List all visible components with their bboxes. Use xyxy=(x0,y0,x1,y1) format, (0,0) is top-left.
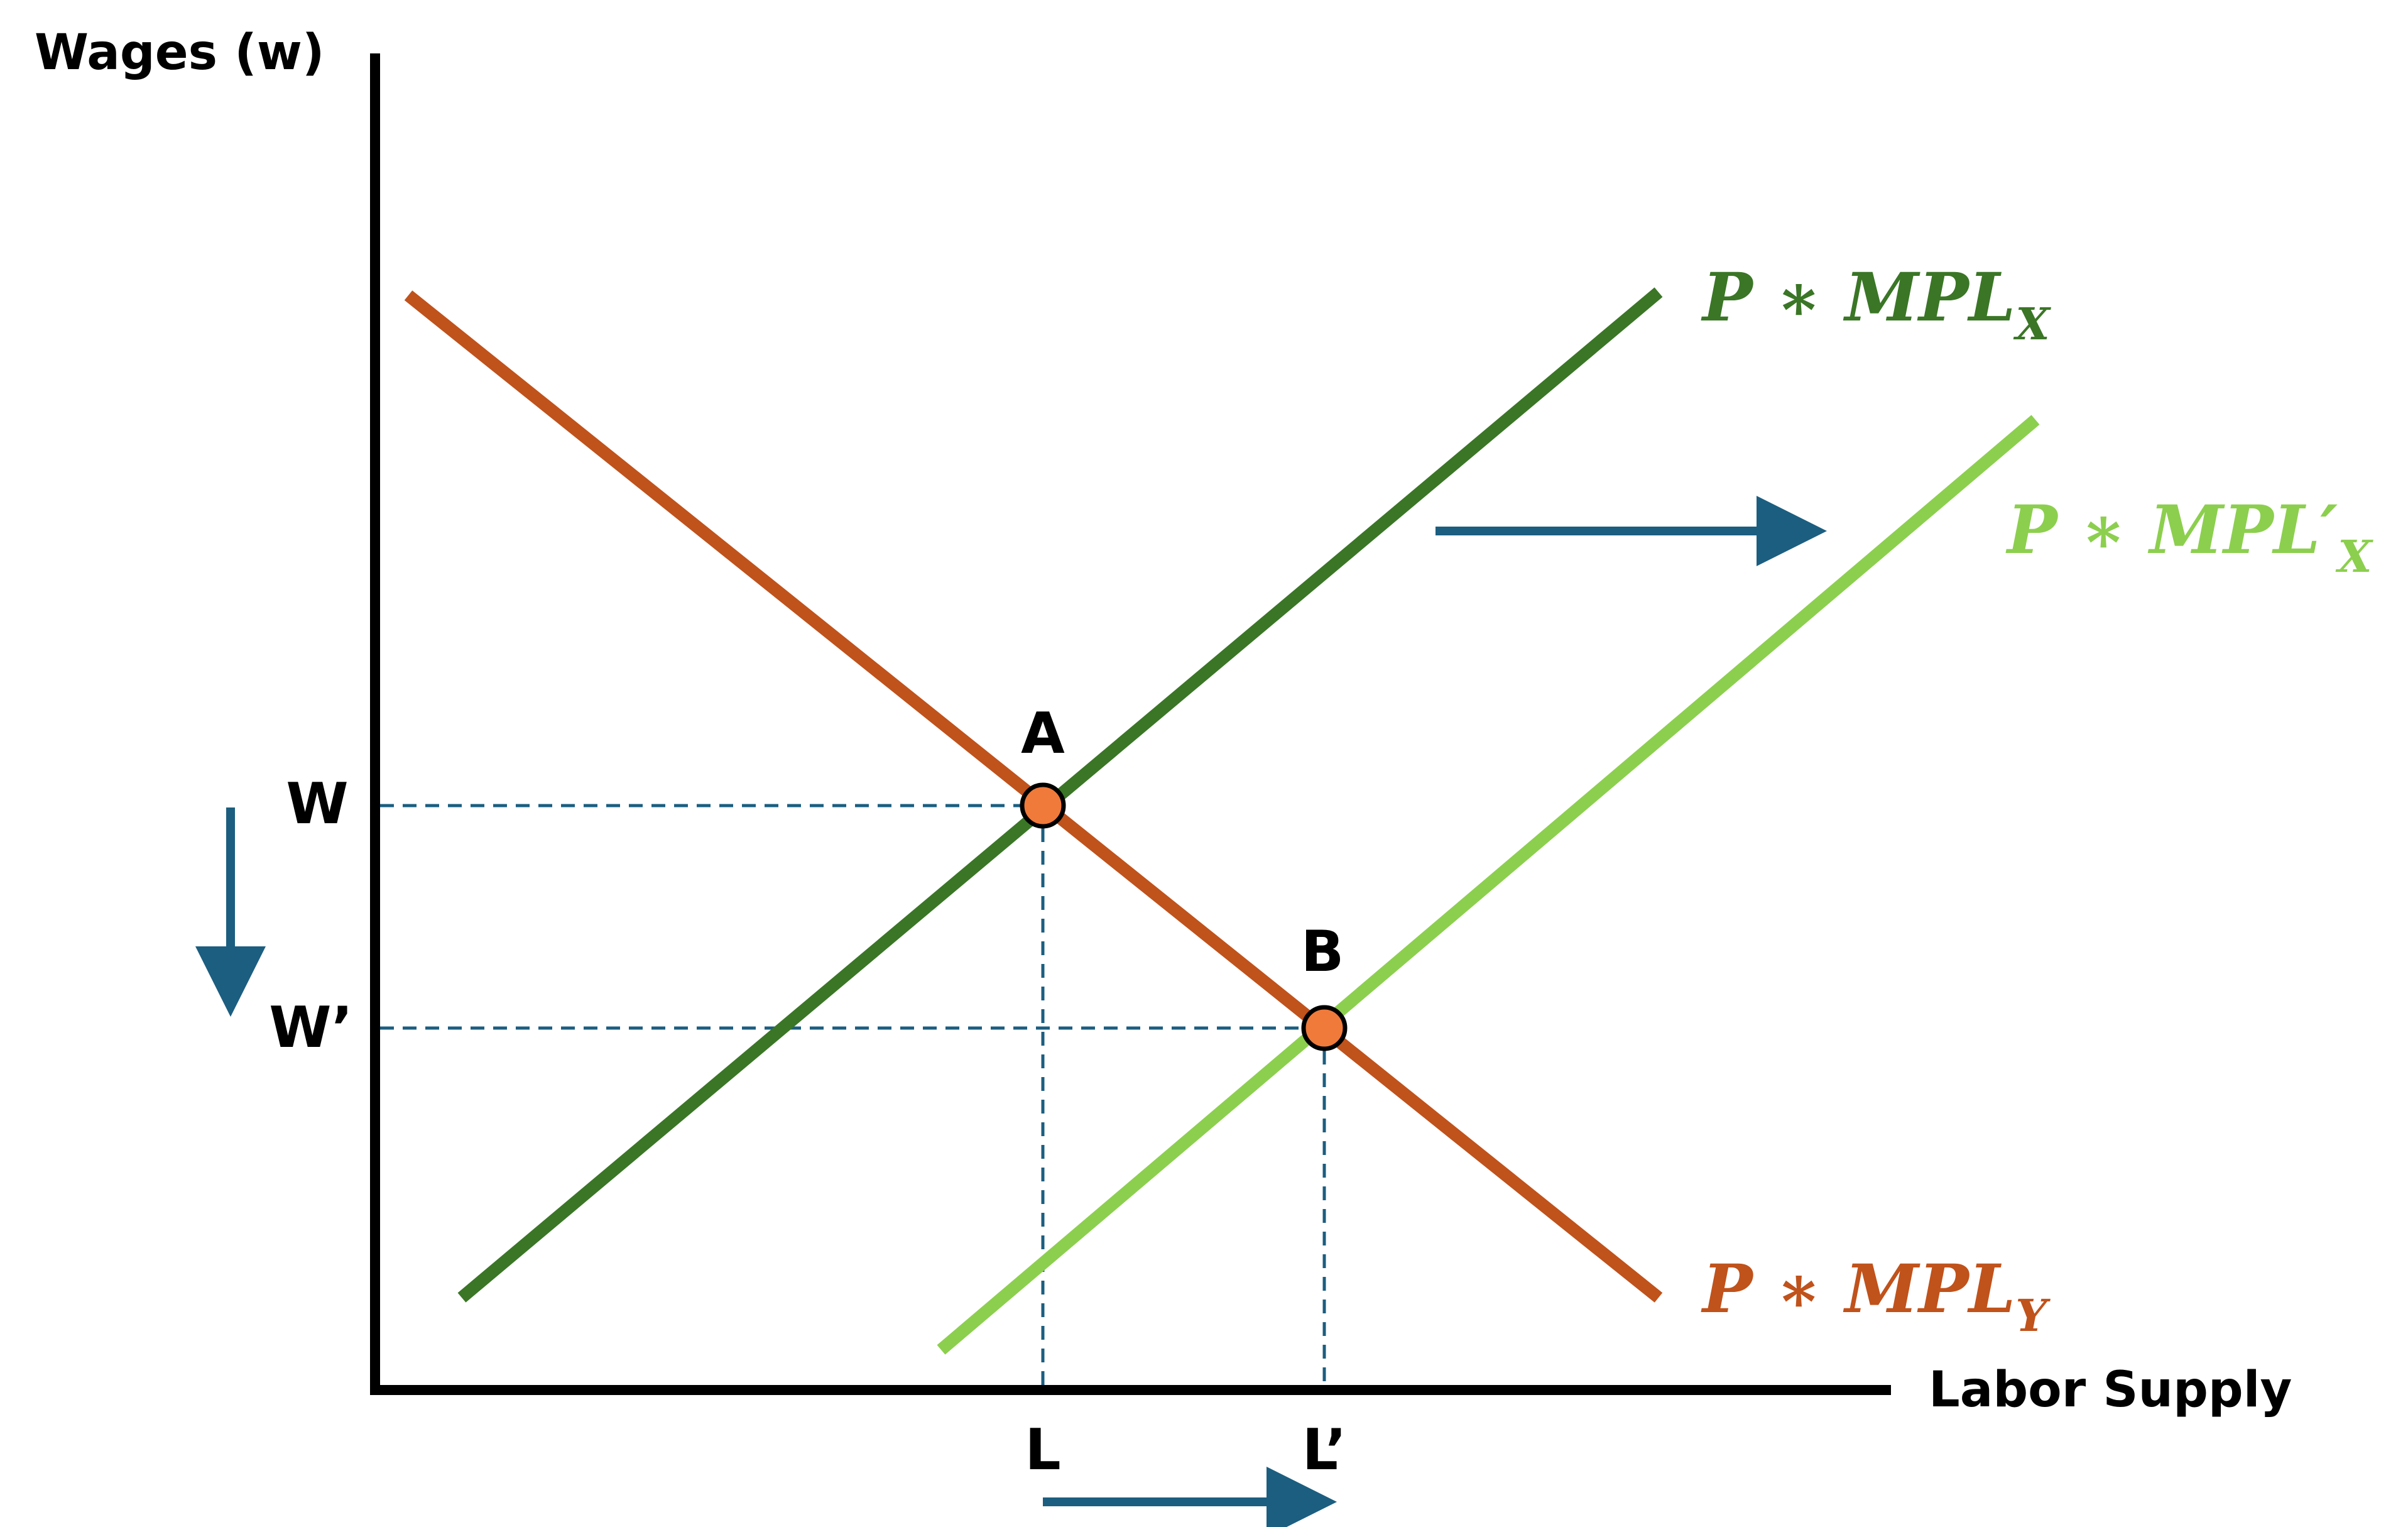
y-axis-title: Wages (w) xyxy=(35,25,325,81)
curve-label-p-mpl-x-prime-main: P ∗ MPL′ xyxy=(2005,490,2338,569)
curve-label-p-mpl-y: P ∗ MPLY xyxy=(1701,1249,2051,1342)
equilibrium-point-a xyxy=(1020,782,1066,829)
curve-label-p-mpl-x-prime: P ∗ MPL′X xyxy=(2005,490,2373,583)
curve-label-p-mpl-x-prime-subscript: X xyxy=(2335,530,2373,583)
curve-label-p-mpl-x-subscript: X xyxy=(2013,298,2051,350)
equilibrium-point-b xyxy=(1301,1005,1348,1051)
curve-p-mpl-x-prime xyxy=(937,415,2040,1355)
tick-label-w-prime: W’ xyxy=(269,995,352,1061)
point-label-a: A xyxy=(1021,701,1065,767)
tick-label-l: L xyxy=(1025,1417,1060,1483)
point-label-b: B xyxy=(1301,919,1344,985)
tick-label-w: W xyxy=(286,771,348,837)
tick-label-l-prime: L’ xyxy=(1302,1417,1347,1483)
curve-label-p-mpl-x-main: P ∗ MPL xyxy=(1701,258,2015,336)
x-axis-title: Labor Supply xyxy=(1929,1362,2292,1418)
curve-label-p-mpl-y-subscript: Y xyxy=(2015,1289,2051,1342)
curve-label-p-mpl-x: P ∗ MPLX xyxy=(1701,258,2051,350)
curve-label-p-mpl-y-main: P ∗ MPL xyxy=(1701,1249,2015,1328)
